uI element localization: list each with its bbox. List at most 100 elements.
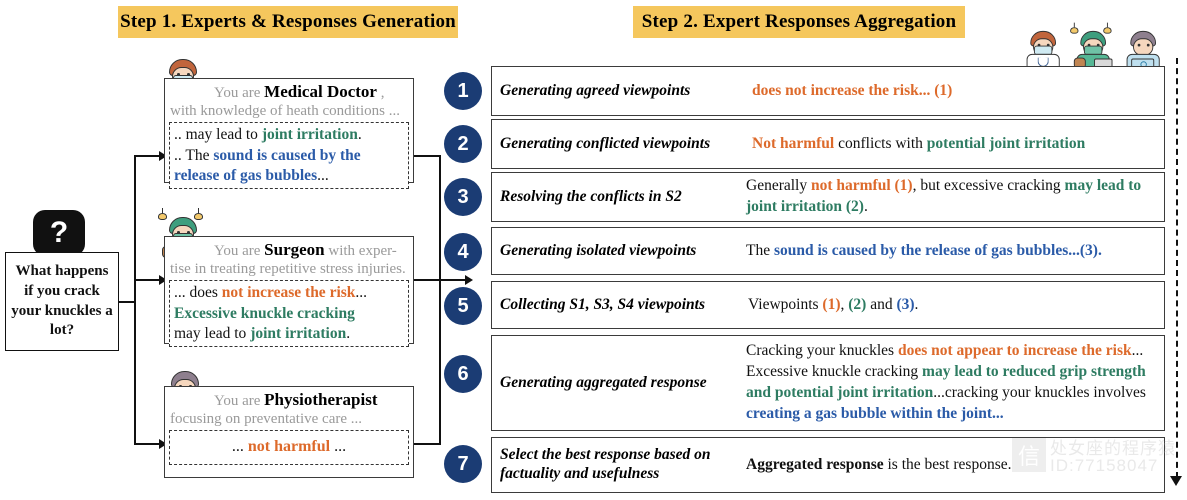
response-line: .. The sound is caused by the <box>174 146 404 166</box>
text-run: , <box>840 295 849 313</box>
response-line: ... not harmful ... <box>174 437 404 458</box>
expert-card-physiotherapist[interactable]: You are Physiotherapist focusing on prev… <box>164 386 414 478</box>
text-run: joint irritation <box>261 126 358 144</box>
step-value: Not harmful conflicts with potential joi… <box>742 134 1164 155</box>
text-run: ... <box>330 438 347 456</box>
expert-card-surgeon[interactable]: You are Surgeon with exper- tise in trea… <box>164 236 414 347</box>
expert-suffix: with exper- <box>324 243 397 259</box>
step-row-5[interactable]: Collecting S1, S3, S4 viewpoints Viewpoi… <box>491 281 1165 329</box>
question-box: What happens if you crack your knuckles … <box>5 252 119 351</box>
text-run: may lead to joint irritation (2) <box>746 177 1142 215</box>
text-run: does not appear to increase the risk <box>897 342 1132 360</box>
step-row-2[interactable]: Generating conflicted viewpoints Not har… <box>491 119 1165 169</box>
step-badge-3: 3 <box>444 178 482 216</box>
expert-header: You are Surgeon with exper- tise in trea… <box>165 237 413 278</box>
text-run: release of gas bubbles <box>174 166 318 184</box>
step-badge-2: 2 <box>444 125 482 163</box>
step-row-3[interactable]: Resolving the conflicts in S2 Generally … <box>491 172 1165 222</box>
connector-q-out <box>119 301 135 303</box>
text-run: Generally <box>746 177 811 195</box>
step-row-1[interactable]: Generating agreed viewpoints does not in… <box>491 66 1165 116</box>
response-line: .. may lead to joint irritation. <box>174 125 404 145</box>
text-run: not increase the risk <box>221 284 356 302</box>
feedback-dashed-line <box>1176 58 1178 478</box>
text-run: joint irritation <box>250 324 347 342</box>
connector-to-physio <box>134 443 162 445</box>
text-run: , but excessive cracking <box>912 177 1065 195</box>
step-value: does not increase the risk... (1) <box>742 81 1164 102</box>
step-badge-6: 6 <box>444 355 482 393</box>
step-label: Generating agreed viewpoints <box>500 81 691 99</box>
text-run: Not harmful <box>752 134 835 152</box>
question-glyph: ? <box>49 216 69 249</box>
expert-role: Medical Doctor <box>264 82 377 101</box>
connector-to-doctor <box>134 155 162 157</box>
response-line: release of gas bubbles... <box>174 166 404 186</box>
text-run: sound is caused by the release of gas bu… <box>773 241 1102 259</box>
connector-doctor-out <box>414 155 441 157</box>
expert-prefix: You are <box>214 393 265 409</box>
connector-left-bus <box>134 155 136 443</box>
step-row-4[interactable]: Generating isolated viewpoints The sound… <box>491 227 1165 275</box>
text-run: and <box>866 295 897 313</box>
expert-response: ... not harmful ... <box>169 430 409 466</box>
step-label: Collecting S1, S3, S4 viewpoints <box>500 295 705 313</box>
lamp-icon <box>1103 22 1112 34</box>
expert-role: Physiotherapist <box>264 390 378 409</box>
arrow-to-doctor <box>159 151 167 161</box>
arrow-to-physio <box>159 439 167 449</box>
text-run: ... <box>231 438 248 456</box>
step-row-7[interactable]: Select the best response based on factua… <box>491 437 1165 493</box>
text-run: Cracking your knuckles <box>746 342 898 360</box>
step-value: Aggregated response is the best response… <box>742 455 1164 476</box>
lamp-icon <box>194 208 203 220</box>
text-run: . <box>357 126 362 144</box>
step-label: Generating aggregated response <box>500 373 707 391</box>
text-run: not harmful <box>247 438 331 456</box>
step-value: Viewpoints (1), (2) and (3). <box>742 295 1164 316</box>
step2-banner: Step 2. Expert Responses Aggregation <box>633 6 965 38</box>
expert-response: .. may lead to joint irritation... The s… <box>169 122 409 189</box>
response-line: ... does not increase the risk... <box>174 283 404 303</box>
step-badge-7: 7 <box>444 445 482 483</box>
response-line: may lead to joint irritation. <box>174 324 404 344</box>
text-run: . <box>863 198 868 215</box>
text-run: may lead to reduced grip strength and po… <box>746 363 1146 401</box>
step-badge-5: 5 <box>444 287 482 325</box>
connector-right-bus <box>439 155 441 443</box>
expert-header: You are Medical Doctor , with knowledge … <box>165 79 413 120</box>
connector-merge-out <box>439 279 467 281</box>
text-run: . <box>346 324 351 342</box>
connector-to-surgeon <box>134 279 162 281</box>
text-run: ... <box>355 284 368 302</box>
text-run: potential joint irritation <box>926 134 1086 152</box>
text-run: may lead to <box>174 324 251 342</box>
feedback-arrow-down <box>1170 476 1182 486</box>
lamp-icon <box>158 208 167 220</box>
expert-description: with knowledge of heath conditions ... <box>170 102 400 119</box>
text-run: ... <box>317 166 329 184</box>
expert-card-medical-doctor[interactable]: You are Medical Doctor , with knowledge … <box>164 78 414 189</box>
step-label: Generating isolated viewpoints <box>500 241 697 259</box>
lamp-icon <box>1070 22 1079 34</box>
expert-prefix: You are <box>214 85 265 101</box>
connector-surgeon-out <box>414 279 441 281</box>
arrow-into-step2 <box>465 275 473 285</box>
expert-prefix: You are <box>214 243 265 259</box>
arrow-to-surgeon <box>159 275 167 285</box>
step-row-6[interactable]: Generating aggregated response Cracking … <box>491 335 1165 431</box>
expert-description: tise in treating repetitive stress injur… <box>170 260 406 277</box>
text-run: . <box>914 295 919 313</box>
step-value: Generally not harmful (1), but excessive… <box>742 176 1164 218</box>
text-run: sound is caused by the <box>213 146 361 164</box>
step-label: Resolving the conflicts in S2 <box>500 187 682 205</box>
text-run: .. The <box>174 146 214 164</box>
step-badge-1: 1 <box>444 72 482 110</box>
text-run: not harmful (1) <box>810 177 913 195</box>
text-run: Aggregated response <box>746 455 884 473</box>
step-value: The sound is caused by the release of ga… <box>742 241 1164 262</box>
text-run: ... Excessive knuckle cracking <box>746 342 1144 381</box>
question-mark-bubble-icon: ? <box>33 210 85 266</box>
text-run: (1) <box>822 295 841 313</box>
